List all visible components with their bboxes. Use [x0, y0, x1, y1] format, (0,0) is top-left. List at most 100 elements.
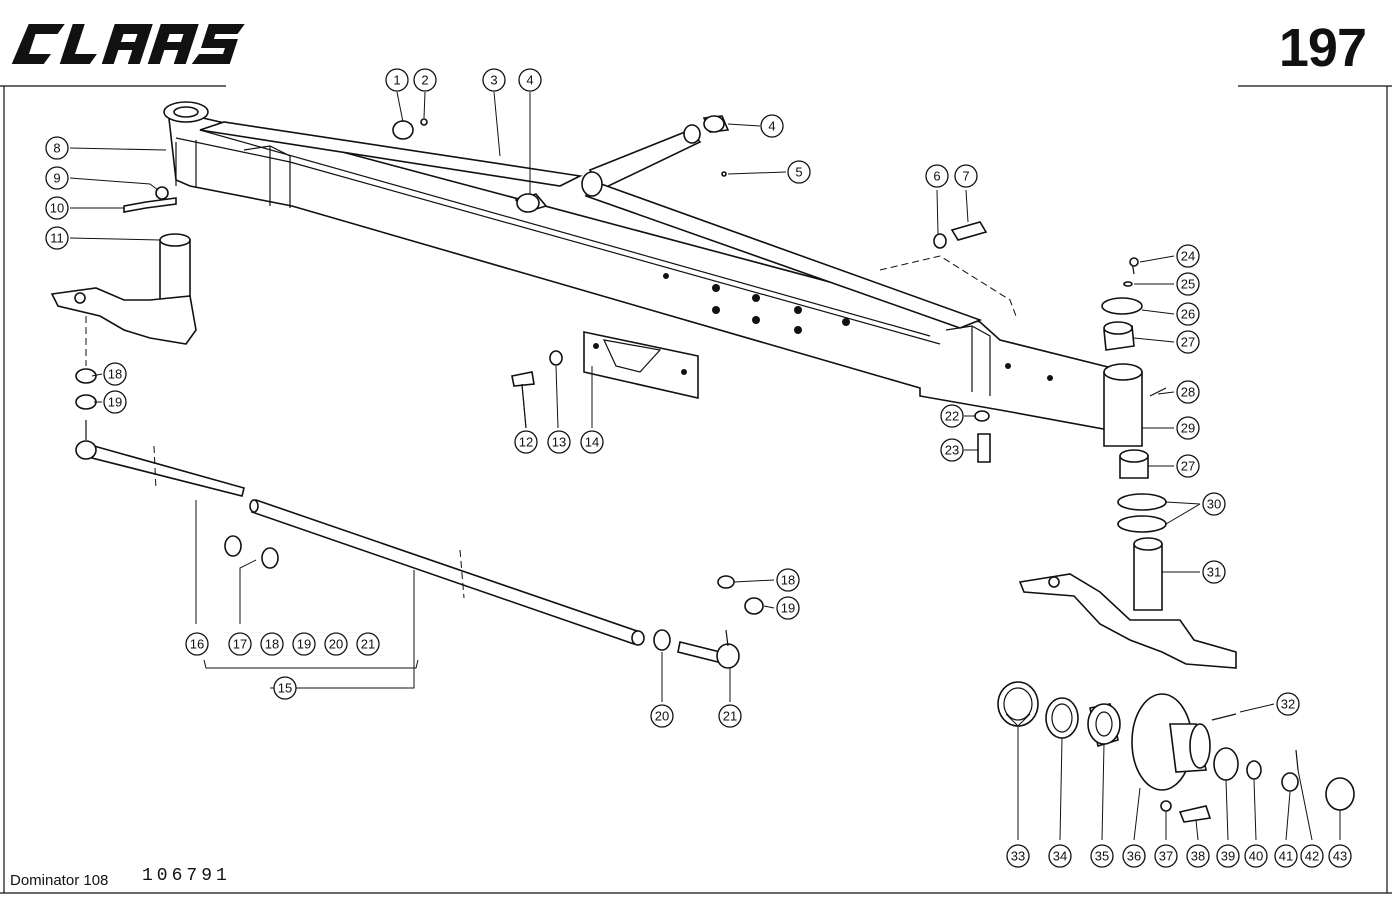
callout-label: 37 — [1159, 849, 1173, 864]
callout-label: 4 — [526, 73, 533, 88]
callout-5: 5 — [787, 160, 811, 184]
frame-lines — [0, 85, 1392, 894]
machine-model: Dominator 108 — [10, 872, 109, 889]
callout-label: 40 — [1249, 849, 1263, 864]
callout-label: 23 — [945, 443, 959, 458]
callout-27-upper: 27 — [1176, 330, 1200, 354]
callout-label: 38 — [1191, 849, 1205, 864]
callout-label: 27 — [1181, 335, 1195, 350]
page-number: 197 — [1278, 18, 1367, 78]
callout-38: 38 — [1186, 844, 1210, 868]
callout-34: 34 — [1048, 844, 1072, 868]
callout-37: 37 — [1154, 844, 1178, 868]
callout-8: 8 — [45, 136, 69, 160]
callout-label: 5 — [795, 165, 802, 180]
leader-lines — [69, 91, 1341, 841]
callout-9: 9 — [45, 166, 69, 190]
a-frame-strut — [199, 121, 1017, 329]
callout-label: 20 — [329, 637, 343, 652]
callout-20-kit: 20 — [324, 632, 348, 656]
callout-24: 24 — [1176, 244, 1200, 268]
callout-11: 11 — [45, 226, 69, 250]
callout-label: 2 — [421, 73, 428, 88]
callout-28: 28 — [1176, 380, 1200, 404]
callout-6: 6 — [925, 164, 949, 188]
callout-32: 32 — [1276, 692, 1300, 716]
callout-label: 21 — [361, 637, 375, 652]
callout-label: 16 — [190, 637, 204, 652]
callout-label: 21 — [723, 709, 737, 724]
callout-label: 9 — [53, 171, 60, 186]
callout-label: 33 — [1011, 849, 1025, 864]
tie-rod — [75, 420, 764, 669]
callout-18-right: 18 — [776, 568, 800, 592]
callout-label: 7 — [962, 169, 969, 184]
callout-label: 13 — [552, 435, 566, 450]
callout-39: 39 — [1216, 844, 1240, 868]
callout-7: 7 — [954, 164, 978, 188]
callout-18-kit: 18 — [260, 632, 284, 656]
callout-label: 8 — [53, 141, 60, 156]
callout-label: 41 — [1279, 849, 1293, 864]
callout-2: 2 — [413, 68, 437, 92]
right-kingpin-group — [974, 257, 1237, 669]
callout-4-right: 4 — [760, 114, 784, 138]
callout-19-right: 19 — [776, 596, 800, 620]
callout-label: 22 — [945, 409, 959, 424]
callout-label: 19 — [108, 395, 122, 410]
drawing-code: 106791 — [142, 866, 231, 886]
callout-label: 29 — [1181, 421, 1195, 436]
callout-label: 31 — [1207, 565, 1221, 580]
callout-3: 3 — [482, 68, 506, 92]
callout-26: 26 — [1176, 302, 1200, 326]
callout-label: 10 — [50, 201, 64, 216]
callout-label: 17 — [233, 637, 247, 652]
callout-label: 27 — [1181, 459, 1195, 474]
callout-33: 33 — [1006, 844, 1030, 868]
callout-label: 43 — [1333, 849, 1347, 864]
callout-36: 36 — [1122, 844, 1146, 868]
callout-19-left: 19 — [103, 390, 127, 414]
callout-15: 15 — [273, 676, 297, 700]
callout-14: 14 — [580, 430, 604, 454]
callout-label: 15 — [278, 681, 292, 696]
bushings — [514, 115, 730, 213]
axle-beam — [163, 101, 1121, 433]
callout-41: 41 — [1274, 844, 1298, 868]
callout-label: 6 — [933, 169, 940, 184]
callout-20: 20 — [650, 704, 674, 728]
callout-label: 20 — [655, 709, 669, 724]
callout-16: 16 — [185, 632, 209, 656]
callout-22: 22 — [940, 404, 964, 428]
callout-label: 18 — [781, 573, 795, 588]
left-stub-axle — [50, 233, 197, 366]
callout-label: 1 — [393, 73, 400, 88]
callout-label: 28 — [1181, 385, 1195, 400]
callout-label: 36 — [1127, 849, 1141, 864]
callout-label: 42 — [1305, 849, 1319, 864]
callout-21: 21 — [718, 704, 742, 728]
callout-25: 25 — [1176, 272, 1200, 296]
callout-label: 19 — [297, 637, 311, 652]
callout-label: 35 — [1095, 849, 1109, 864]
callout-label: 18 — [265, 637, 279, 652]
callout-4-left: 4 — [518, 68, 542, 92]
callout-23: 23 — [940, 438, 964, 462]
callout-label: 4 — [768, 119, 775, 134]
callout-label: 18 — [108, 367, 122, 382]
callout-31: 31 — [1202, 560, 1226, 584]
callout-19-kit: 19 — [292, 632, 316, 656]
wheel-hub-group — [997, 681, 1355, 823]
callout-label: 30 — [1207, 497, 1221, 512]
claas-logo — [11, 24, 245, 64]
bolt-washer-right — [933, 221, 988, 249]
callout-42: 42 — [1300, 844, 1324, 868]
mount-plate — [511, 331, 699, 429]
callouts: 1 2 3 4 4 5 6 7 8 9 10 11 12 13 14 15 16… — [45, 68, 1352, 868]
callout-21-kit: 21 — [356, 632, 380, 656]
callout-label: 26 — [1181, 307, 1195, 322]
left-small-parts — [75, 118, 428, 410]
callout-18-left: 18 — [103, 362, 127, 386]
